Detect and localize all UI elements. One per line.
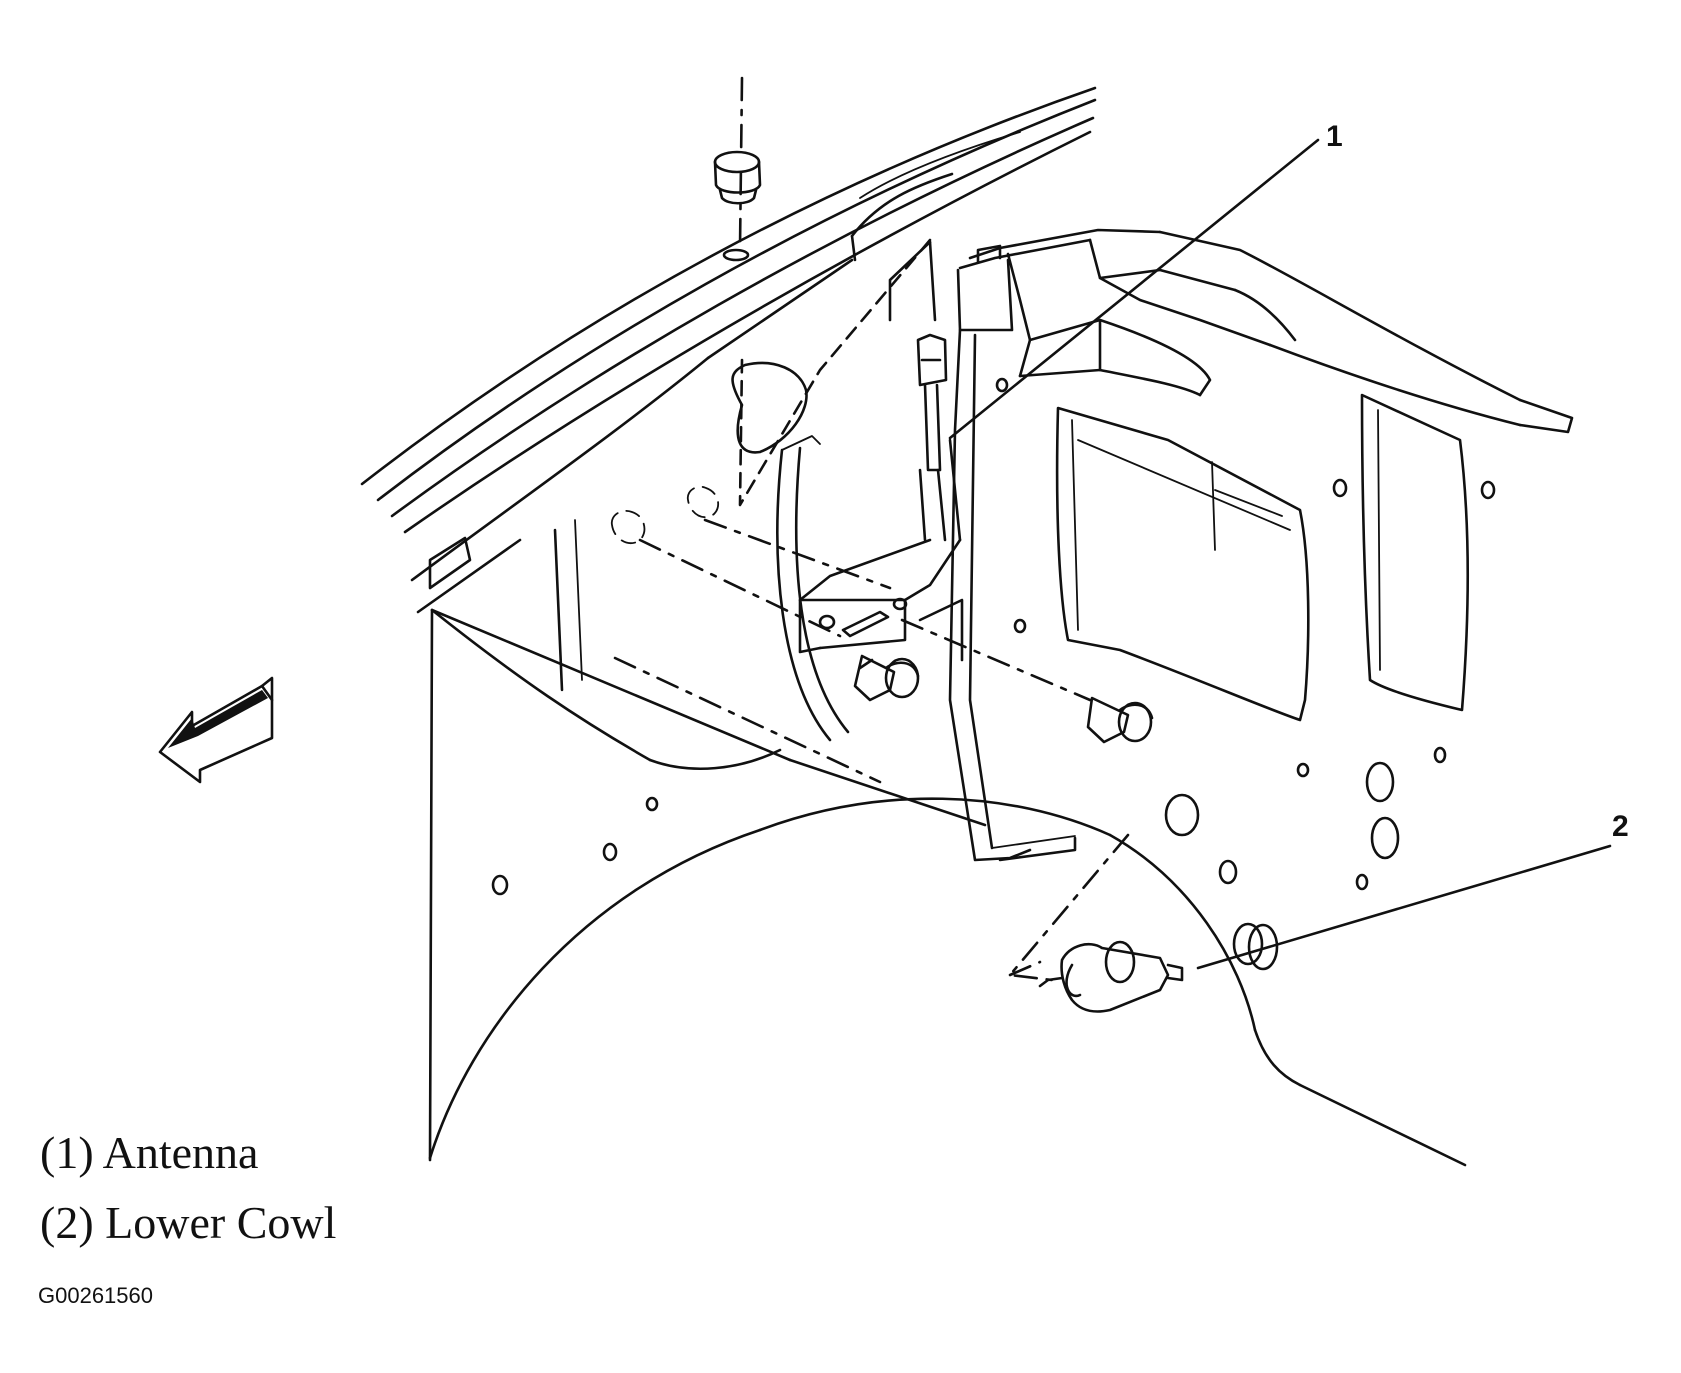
figure-code: G00261560 — [38, 1283, 153, 1308]
front-direction-arrow-icon — [158, 676, 274, 784]
legend: (1) Antenna (2) Lower Cowl — [40, 1118, 336, 1258]
bolt-right — [1086, 696, 1154, 744]
windshield-cowl-edges — [360, 86, 1097, 614]
callout-1-number: 1 — [1326, 120, 1343, 153]
antenna-assembly — [731, 240, 964, 662]
assembly-lines — [613, 238, 1130, 982]
upper-grommet — [713, 76, 762, 262]
plenum-structure — [956, 228, 1574, 434]
clip-nuts — [610, 485, 720, 545]
bolts — [853, 654, 1154, 744]
callout-2-number: 2 — [1612, 810, 1629, 843]
bolt-left — [853, 654, 920, 702]
callout-2-leader — [1196, 844, 1612, 970]
lower-grommet — [1038, 923, 1279, 1013]
lower-cowl-panel — [428, 435, 1467, 1167]
callout-1-leader — [948, 138, 1320, 440]
legend-item-antenna: (1) Antenna — [40, 1127, 259, 1178]
callout-leaders — [948, 138, 1612, 970]
legend-item-lower-cowl: (2) Lower Cowl — [40, 1197, 337, 1248]
dash-panel-openings — [491, 328, 1496, 966]
